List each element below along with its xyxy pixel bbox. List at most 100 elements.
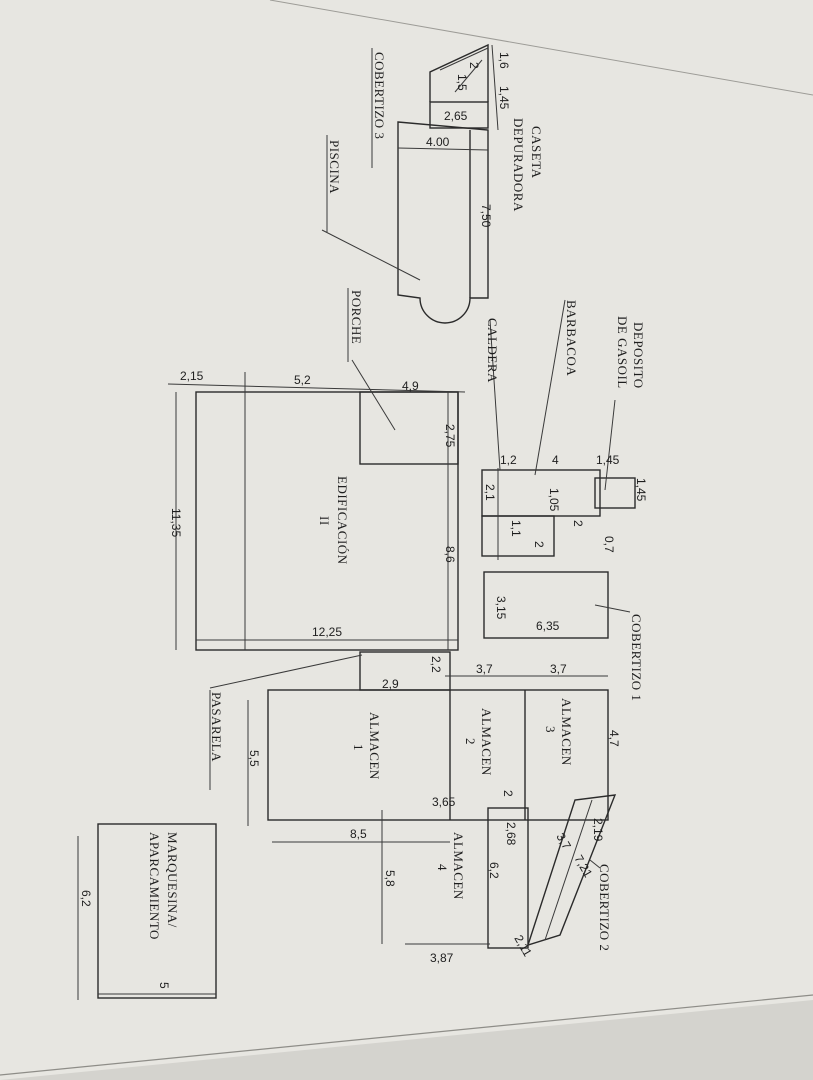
dim-2-68: 2,68 (504, 822, 518, 846)
cobertizo2 (526, 794, 617, 947)
label-aparcamiento: APARCAMIENTO (147, 832, 162, 940)
dim-5: 5 (157, 982, 171, 989)
deposito-outline (594, 477, 636, 509)
dim-2-top: 2 (467, 62, 481, 69)
label-pasarela: PASARELA (209, 692, 224, 762)
dim-2-75: 2,75 (443, 424, 457, 448)
dim-5-2: 5,2 (294, 373, 311, 387)
piscina-outline (397, 121, 489, 324)
dim-2-mid: 2 (571, 520, 585, 527)
dim-6-2a: 6,2 (487, 862, 501, 879)
cobertizo3-diagonal-2 (454, 59, 483, 93)
marquesina (77, 823, 217, 1000)
pasarela-leader (209, 654, 363, 689)
dim-12-25: 12,25 (312, 625, 342, 639)
label-cobertizo2: COBERTIZO 2 (597, 864, 612, 951)
marquesina-outline (97, 823, 217, 999)
porche-outline (359, 391, 459, 465)
dim-2-65: 2,65 (444, 109, 468, 123)
label-piscina: PISCINA (327, 140, 342, 194)
label-depuradora: DEPURADORA (511, 118, 526, 212)
dim-0-7: 0,7 (602, 536, 616, 553)
dim-5-5: 5,5 (247, 750, 261, 767)
edificacion-ii (167, 288, 466, 651)
dim-1-05: 1,05 (547, 488, 561, 512)
label-almacen3-b: 3 (543, 726, 558, 733)
piscina-leader (321, 229, 421, 281)
dim-2-small: 2 (501, 790, 515, 797)
label-almacen4-b: 4 (435, 864, 450, 871)
label-almacen2-b: 2 (463, 738, 478, 745)
label-gasoil: DE GASOIL (615, 316, 630, 389)
dim-1-2: 1,2 (500, 453, 517, 467)
dim-2-bot: 2 (532, 541, 546, 548)
dim-5-8: 5,8 (383, 870, 397, 887)
label-barbacoa: BARBACOA (564, 300, 579, 376)
dim-4-00: 4.00 (426, 135, 450, 149)
label-almacen2-a: ALMACEN (479, 708, 494, 776)
dim-3-87: 3,87 (430, 951, 454, 965)
cobertizo2-leader (589, 859, 601, 869)
pasarela-outline (359, 651, 451, 691)
label-deposito: DEPOSITO (631, 322, 646, 389)
almacenes (209, 651, 609, 949)
almacen4-outline (487, 807, 529, 949)
label-cobertizo3: COBERTIZO 3 (372, 52, 387, 139)
dim-3-7b: 3,7 (550, 662, 567, 676)
caldera-block (481, 515, 555, 557)
cobertizo2-outline (526, 794, 617, 947)
dim-1-45c: 1,45 (634, 478, 648, 502)
dim-1-45: 1,45 (497, 86, 511, 110)
edificacion-outline (195, 391, 459, 651)
label-almacen1-a: ALMACEN (367, 712, 382, 780)
dim-3-7a: 3,7 (476, 662, 493, 676)
dim-4-7: 4,7 (607, 730, 621, 747)
label-almacen4-a: ALMACEN (451, 832, 466, 900)
dim-1-5: 1,5 (455, 74, 469, 91)
dim-6-35: 6,35 (536, 619, 560, 633)
cobertizo3-outline (429, 43, 489, 102)
dim-line-1-6 (491, 44, 499, 131)
deposito-leader (604, 399, 616, 491)
dim-2-9: 2,9 (382, 677, 399, 691)
dim-2-19: 2,19 (591, 818, 605, 842)
paper-edge-bottom (0, 994, 813, 1076)
dim-3-15: 3,15 (494, 596, 508, 620)
dim-6-2b: 6,2 (79, 890, 93, 907)
dim-8-5: 8,5 (350, 827, 367, 841)
cobertizo3-diagonal (439, 47, 489, 71)
dim-2-1: 2,1 (483, 484, 497, 501)
label-almacen3-a: ALMACEN (559, 698, 574, 766)
cobertizo2-inner (544, 799, 593, 941)
label-porche: PORCHE (349, 290, 364, 344)
porche-leader (351, 359, 396, 431)
pool-area (321, 43, 499, 324)
label-marquesina: MARQUESINA/ (165, 832, 180, 928)
dim-1-45b: 1,45 (596, 453, 620, 467)
dim-11-35: 11,35 (169, 508, 183, 537)
dim-7-50: 7,50 (479, 204, 493, 228)
label-almacen1-b: 1 (351, 744, 366, 751)
dim-line-4-00 (397, 147, 489, 151)
dim-1-1: 1,1 (509, 520, 523, 537)
label-edificacion-num: II (317, 516, 332, 526)
dim-4: 4 (552, 453, 559, 467)
dim-2-2: 2,2 (429, 656, 443, 673)
top-dim-line (167, 383, 466, 393)
cobertizo1-leader (594, 604, 631, 613)
barbacoa-leader (534, 299, 566, 476)
dim-8-6: 8,6 (443, 546, 457, 563)
paper-edge-top (269, 0, 813, 96)
caseta-outline (429, 101, 489, 129)
dim-4-9: 4,9 (402, 379, 419, 393)
label-edificacion: EDIFICACIÓN (335, 476, 350, 565)
label-caseta: CASETA (529, 126, 544, 179)
label-cobertizo1: COBERTIZO 1 (629, 614, 644, 701)
cobertizo1-outline (483, 571, 609, 639)
label-caldera: CALDERA (485, 318, 500, 383)
barbacoa-group (481, 299, 636, 560)
dim-1-6: 1,6 (497, 52, 511, 69)
